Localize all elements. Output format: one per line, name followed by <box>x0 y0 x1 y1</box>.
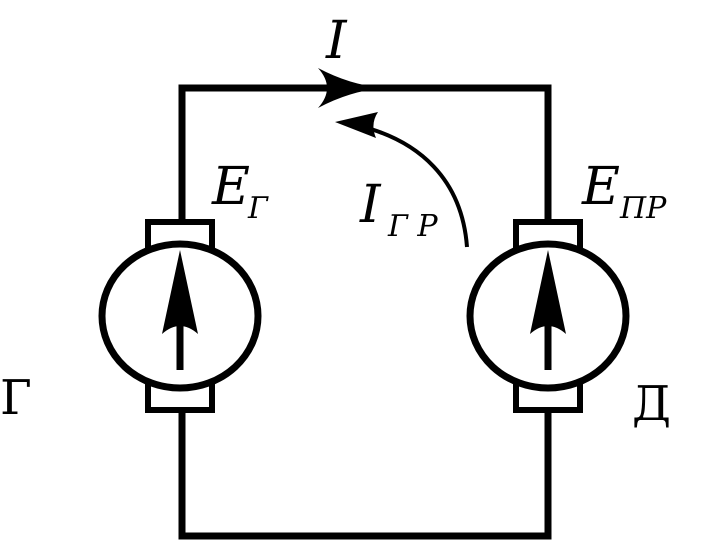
motor-emf-label-main: E <box>581 157 620 217</box>
generator-current-label-sub: Г Р <box>387 209 438 244</box>
curved-arrow-stem <box>355 123 469 248</box>
curved-arrow-icon <box>335 112 469 248</box>
motor-name-label: Д <box>632 376 671 432</box>
curved-arrow-head <box>335 112 378 138</box>
arrow-right-icon <box>318 68 386 108</box>
motor-machine <box>466 219 630 413</box>
generator-machine <box>98 219 262 413</box>
generator-current-label: I Г Р <box>359 175 438 244</box>
generator-current-label-main: I <box>359 175 382 235</box>
motor-emf-label-sub: ПР <box>619 191 667 226</box>
generator-emf-label-sub: Г <box>247 191 269 226</box>
generator-emf-label-main: E <box>211 157 250 217</box>
generator-name-label: Г <box>0 370 32 426</box>
motor-emf-label: E ПР <box>581 157 667 226</box>
motor-emf-arrow-head <box>530 250 566 334</box>
current-label: I <box>325 11 348 71</box>
generator-emf-arrow-head <box>162 250 198 334</box>
generator-emf-label: E Г <box>211 157 269 226</box>
